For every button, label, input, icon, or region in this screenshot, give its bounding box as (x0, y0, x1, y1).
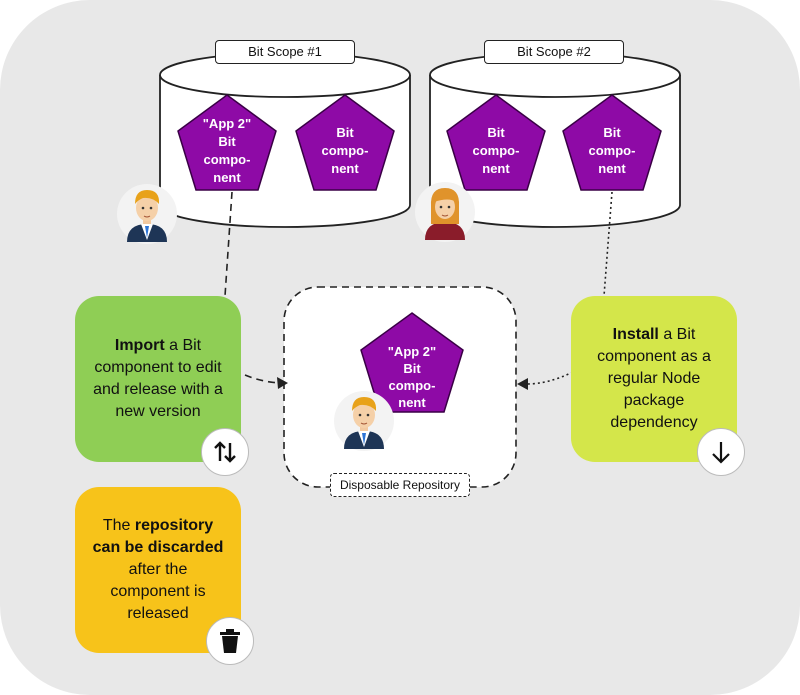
pent-line-3: nent (598, 161, 626, 176)
scope-2-label: Bit Scope #2 (484, 40, 624, 64)
pent-line-3: nent (331, 161, 359, 176)
install-connector (526, 191, 613, 385)
import-connector (224, 191, 281, 384)
bit-component-scope-2-b: Bit compo- nent (562, 94, 662, 191)
pent-line-4: nent (398, 395, 426, 410)
install-card-rest: a Bit component as a regular Node packag… (597, 326, 711, 431)
pent-line-3: compo- (204, 152, 251, 167)
female-developer-avatar (415, 182, 475, 242)
pent-line-3: nent (482, 161, 510, 176)
bit-component-scope-2-a: Bit compo- nent (446, 94, 546, 191)
pent-line-2: Bit (218, 134, 236, 149)
up-down-arrows-icon (201, 428, 249, 476)
install-card: Install a Bit component as a regular Nod… (571, 296, 737, 462)
import-card-rest: a Bit component to edit and release with… (93, 337, 223, 420)
down-arrow-icon (697, 428, 745, 476)
install-arrowhead (517, 378, 528, 390)
discard-card-after: after the component is released (110, 561, 206, 622)
discard-card: The repository can be discarded after th… (75, 487, 241, 653)
pent-line-1: Bit (487, 125, 505, 140)
scope-1-label: Bit Scope #1 (215, 40, 355, 64)
app2-bit-component-scope-1: "App 2" Bit compo- nent (177, 94, 277, 191)
male-developer-avatar (117, 184, 177, 244)
pent-line-4: nent (213, 170, 241, 185)
install-card-text: Install a Bit component as a regular Nod… (583, 324, 725, 434)
pent-line-1: Bit (336, 125, 354, 140)
pent-line-2: compo- (473, 143, 520, 158)
pent-line-1: "App 2" (388, 344, 436, 359)
pent-line-2: Bit (403, 361, 421, 376)
import-card-bold: Import (114, 337, 165, 354)
male-developer-avatar-repo (334, 391, 394, 451)
install-card-bold: Install (612, 326, 659, 343)
pent-line-1: Bit (603, 125, 621, 140)
pent-line-2: compo- (589, 143, 636, 158)
import-card-text: Import a Bit component to edit and relea… (87, 335, 229, 423)
pent-line-3: compo- (389, 378, 436, 393)
pent-line-1: "App 2" (203, 116, 251, 131)
trash-icon (206, 617, 254, 665)
discard-card-bold: repository can be discarded (92, 517, 224, 556)
app2-bit-component-repository: "App 2" Bit compo- nent (360, 312, 464, 413)
disposable-repository-label: Disposable Repository (330, 473, 470, 497)
discard-card-before: The (102, 517, 135, 534)
bit-component-scope-1: Bit compo- nent (295, 94, 395, 191)
discard-card-text: The repository can be discarded after th… (87, 515, 229, 625)
import-arrowhead (277, 377, 288, 389)
pent-line-2: compo- (322, 143, 369, 158)
